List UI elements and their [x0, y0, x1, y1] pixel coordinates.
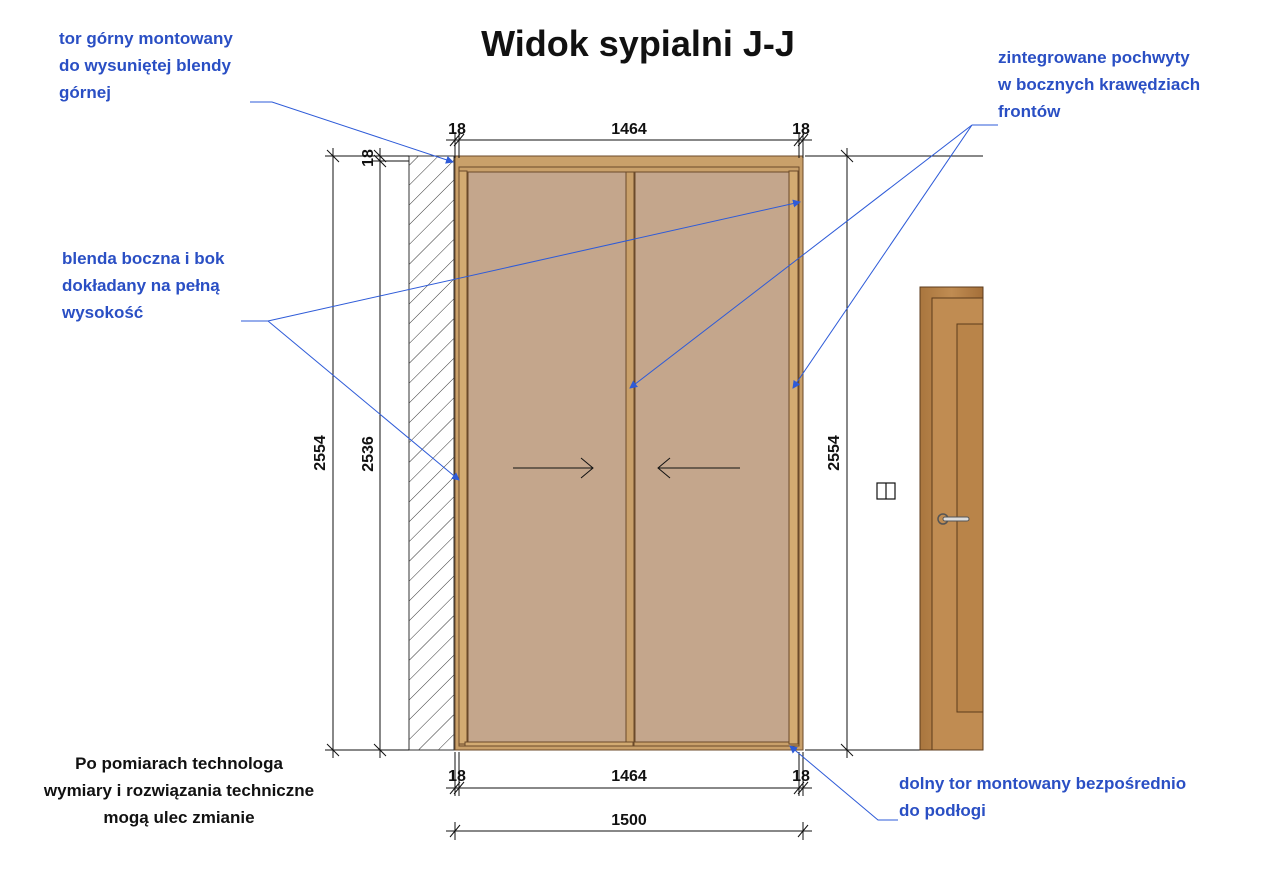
footer-note-1: Po pomiarach technologa	[75, 754, 283, 773]
note-side-trim-1: blenda boczna i bok	[62, 249, 225, 268]
side-trim-left	[458, 170, 468, 745]
dim-bottom-mid: 1464	[611, 768, 647, 785]
right-height-dimension	[840, 148, 854, 758]
note-handles-1: zintegrowane pochwyty	[998, 48, 1190, 67]
bottom-dimension	[446, 752, 812, 796]
dim-top-mid: 1464	[611, 121, 647, 138]
left-inner-dimension	[372, 148, 409, 758]
note-bottom-track-1: dolny tor montowany bezpośrednio	[899, 774, 1186, 793]
drawing-title: Widok sypialni J-J	[481, 23, 795, 64]
dim-left-outer-height: 2554	[312, 435, 329, 471]
dim-right-height: 2554	[826, 435, 843, 471]
dim-bottom-left: 18	[448, 768, 466, 785]
dim-bottom-right: 18	[792, 768, 810, 785]
slide-arrow-left-head	[657, 457, 671, 479]
note-top-track-1: tor górny montowany	[59, 29, 233, 48]
front-left-edge-handle	[625, 171, 635, 746]
slide-arrow-right-head	[580, 457, 594, 479]
leader-side-trim-left	[267, 320, 460, 481]
door-handle-lever	[942, 516, 970, 522]
note-top-track-3: górnej	[59, 83, 111, 102]
dim-top-right: 18	[792, 121, 810, 138]
note-top-track-2: do wysuniętej blendy	[59, 56, 231, 75]
wall-section-hatch	[408, 155, 455, 751]
front-right-edge-handle	[788, 170, 799, 745]
footer-note-3: mogą ulec zmianie	[103, 808, 254, 827]
left-outer-dimension	[325, 148, 409, 758]
dim-left-inner-height: 2536	[360, 436, 377, 472]
leader-handles-right	[792, 124, 973, 389]
top-dimension	[446, 132, 812, 158]
note-side-trim-2: dokładany na pełną	[62, 276, 220, 295]
footer-note-2: wymiary i rozwiązania techniczne	[43, 781, 314, 800]
bottom-rail-left	[464, 741, 634, 747]
leader-handles-left	[629, 124, 973, 389]
note-bottom-track-2: do podłogi	[899, 801, 986, 820]
front-panel-right	[634, 171, 791, 743]
note-handles-3: frontów	[998, 102, 1061, 121]
note-handles-2: w bocznych krawędziach	[997, 75, 1200, 94]
total-width-dimension	[446, 822, 812, 840]
dim-total-width: 1500	[611, 812, 647, 829]
leader-side-trim-right	[267, 199, 801, 322]
leader-top-track	[250, 101, 454, 164]
dim-left-top-small: 18	[360, 149, 377, 167]
leader-bottom-track	[789, 745, 898, 821]
dim-top-left: 18	[448, 121, 466, 138]
note-side-trim-3: wysokość	[61, 303, 143, 322]
wardrobe	[454, 155, 804, 751]
room-door	[919, 286, 984, 751]
front-panel-left	[467, 171, 627, 743]
